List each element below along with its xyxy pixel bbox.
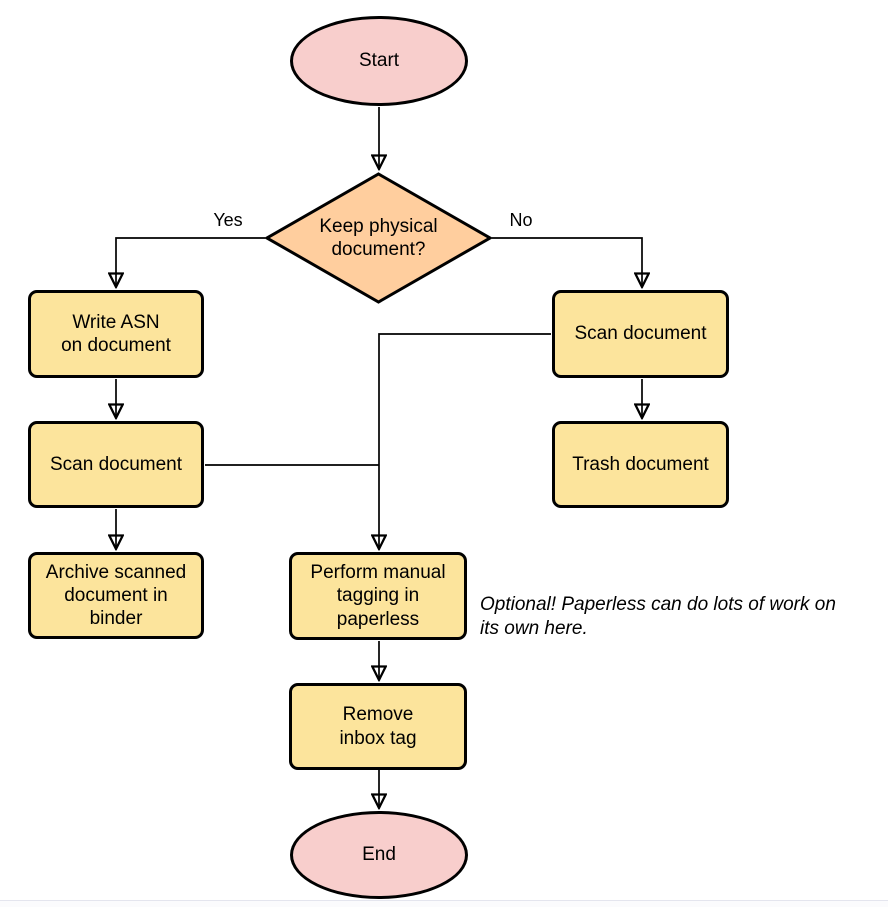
process-scan-document-left: Scan document [28, 421, 204, 508]
edge-decision-no-to-scan-right [492, 237, 642, 287]
page-bottom-edge [0, 900, 888, 907]
process-archive-document: Archive scanned document in binder [28, 552, 204, 639]
decision-node-label: Keep physical document? [319, 215, 438, 260]
process-scan-document-right-label: Scan document [574, 323, 707, 345]
process-trash-document-label: Trash document [572, 453, 709, 475]
start-node: Start [290, 16, 468, 106]
process-manual-tagging-label: Perform manual tagging in paperless [310, 562, 446, 630]
edge-decision-yes-to-write-asn [116, 237, 265, 287]
process-write-asn: Write ASN on document [28, 290, 204, 378]
decision-node: Keep physical document? [265, 172, 492, 304]
edge-label-yes: Yes [213, 210, 243, 230]
end-node: End [290, 811, 468, 899]
optional-note: Optional! Paperless can do lots of work … [480, 594, 836, 640]
edge-label-no: No [509, 210, 533, 230]
diamond-icon [265, 172, 492, 304]
process-manual-tagging: Perform manual tagging in paperless [289, 552, 467, 640]
process-trash-document: Trash document [552, 421, 729, 508]
process-scan-document-right: Scan document [552, 290, 729, 378]
process-remove-inbox-tag: Remove inbox tag [289, 683, 467, 770]
edge-scan-right-to-tagging [379, 333, 551, 549]
process-archive-document-label: Archive scanned document in binder [45, 561, 187, 630]
process-remove-inbox-tag-label: Remove inbox tag [339, 704, 417, 749]
process-scan-document-left-label: Scan document [49, 453, 183, 475]
end-node-label: End [362, 844, 396, 866]
process-write-asn-label: Write ASN on document [61, 311, 171, 356]
start-node-label: Start [358, 50, 400, 72]
